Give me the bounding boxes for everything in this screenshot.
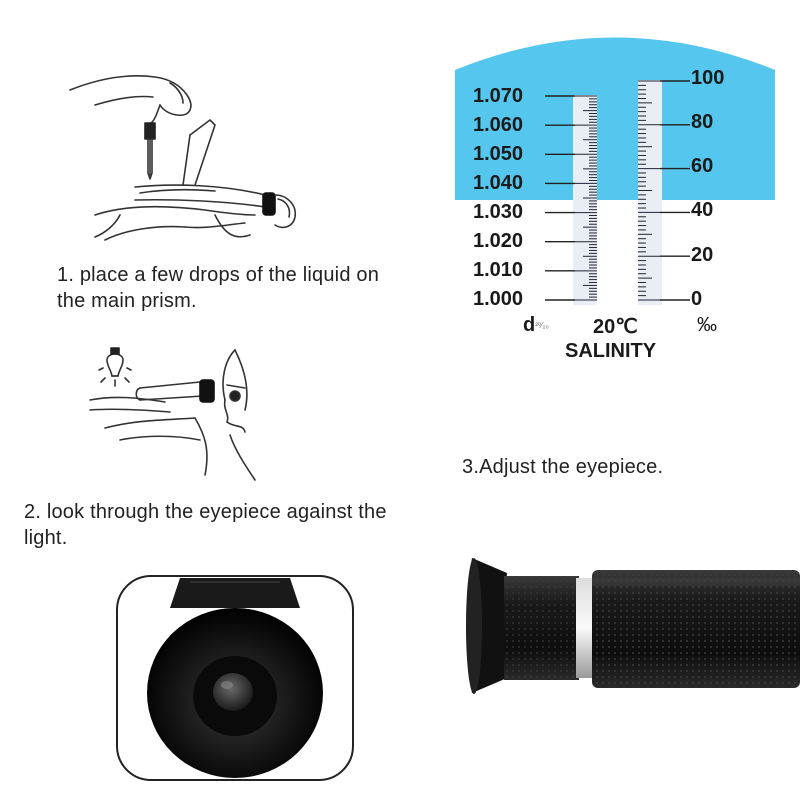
salinity-label-40: 40	[691, 199, 714, 221]
eyepiece-photo	[116, 575, 354, 781]
sg-label-1040: 1.040	[473, 172, 524, 194]
salinity-title: SALINITY	[565, 340, 657, 362]
salinity-scale-card: 1.070 1.060 1.050 1.040 1.030 1.020 1.01…	[455, 30, 775, 390]
permille-label: ‰	[697, 314, 717, 336]
salinity-label-20: 20	[691, 244, 714, 266]
hand-dropper-illustration	[69, 75, 297, 241]
salinity-label-100: 100	[691, 67, 725, 89]
sg-label-1050: 1.050	[473, 143, 524, 165]
sg-label-1060: 1.060	[473, 114, 524, 136]
sg-label-1000: 1.000	[473, 288, 524, 310]
salinity-label-60: 60	[691, 155, 714, 177]
salinity-label-80: 80	[691, 111, 714, 133]
step-2-instruction: 2. look through the eyepiece against the…	[24, 501, 387, 549]
refractometer-photo	[466, 558, 800, 694]
sg-label-1030: 1.030	[473, 201, 524, 223]
temperature-label: 20℃	[593, 316, 638, 338]
sg-symbol: d²⁰⁄₂₀	[523, 314, 549, 336]
eye-light-illustration	[89, 347, 256, 481]
sg-label-1010: 1.010	[473, 259, 524, 281]
sg-label-1070: 1.070	[473, 85, 524, 107]
step-3-instruction: 3.Adjust the eyepiece.	[462, 456, 664, 478]
sg-label-1020: 1.020	[473, 230, 524, 252]
salinity-label-0: 0	[691, 288, 703, 310]
step-1-instruction: 1. place a few drops of the liquid on th…	[57, 264, 380, 312]
